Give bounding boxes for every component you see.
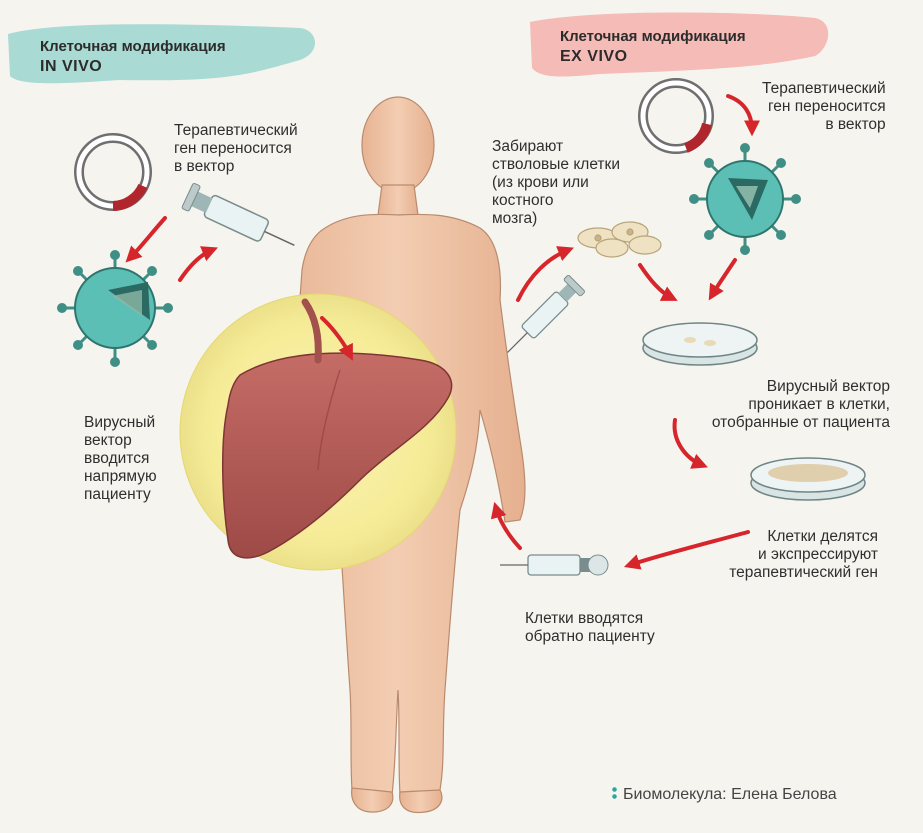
arrow-icon-virus-to-dish	[708, 258, 737, 301]
label-vector-enters-cells: Вирусный вектор проникает в клетки, отоб…	[711, 378, 890, 431]
ex-vivo-brush	[530, 12, 829, 77]
arrow-icon-cells-to-dish	[638, 263, 678, 301]
label-gene-to-vector-right: Терапевтический ген переносится в вектор	[762, 80, 886, 133]
header-ex-vivo: Клеточная модификация EX VIVO	[560, 28, 746, 66]
arrow-icon-into-liver	[320, 316, 353, 361]
header-in-vivo-line2: IN VIVO	[40, 58, 103, 75]
header-ex-vivo-line2: EX VIVO	[560, 48, 628, 65]
arrow-icon-plasmid-to-virus	[125, 216, 167, 263]
arrow-icon-dish-to-dish	[672, 418, 708, 469]
label-cells-returned: Клетки вводятся обратно пациенту	[525, 610, 655, 645]
virus-icon-left	[57, 250, 173, 367]
plasmid-icon-right	[638, 78, 714, 154]
header-in-vivo: Клеточная модификация IN VIVO	[40, 38, 226, 76]
label-stem-cells: Забирают стволовые клетки (из крови или …	[492, 138, 620, 227]
virus-icon-right	[689, 143, 801, 255]
petri-dish-icon-1	[642, 322, 758, 366]
arrow-icon-dish-to-syringe	[623, 530, 750, 570]
plasmid-icon-left	[74, 133, 152, 211]
petri-dish-icon-2	[750, 457, 866, 501]
arrow-icon-syringe-to-cells	[516, 246, 574, 302]
arrow-icon-plasmid-to-virus-right	[726, 94, 760, 137]
syringe-icon-in-vivo	[181, 182, 295, 247]
credit-line: Биомолекула: Елена Белова	[612, 786, 837, 804]
arrow-icon-virus-to-syringe	[178, 246, 218, 282]
header-in-vivo-line1: Клеточная модификация	[40, 38, 226, 55]
arrow-icon-syringe-to-body	[490, 501, 522, 550]
in-vivo-brush	[8, 24, 316, 84]
cells-icon	[577, 221, 662, 258]
liver-icon	[222, 298, 453, 559]
label-gene-to-vector-left: Терапевтический ген переносится в вектор	[174, 122, 298, 175]
syringe-icon-return	[500, 554, 609, 576]
credit-dot-icon	[612, 786, 617, 800]
syringe-icon-stem	[507, 275, 585, 353]
credit-text: Биомолекула: Елена Белова	[623, 786, 837, 803]
label-cells-divide: Клетки делятся и экспрессируют терапевти…	[729, 528, 878, 581]
header-ex-vivo-line1: Клеточная модификация	[560, 28, 746, 45]
label-viral-vector-direct: Вирусный вектор вводится напрямую пациен…	[84, 414, 157, 503]
